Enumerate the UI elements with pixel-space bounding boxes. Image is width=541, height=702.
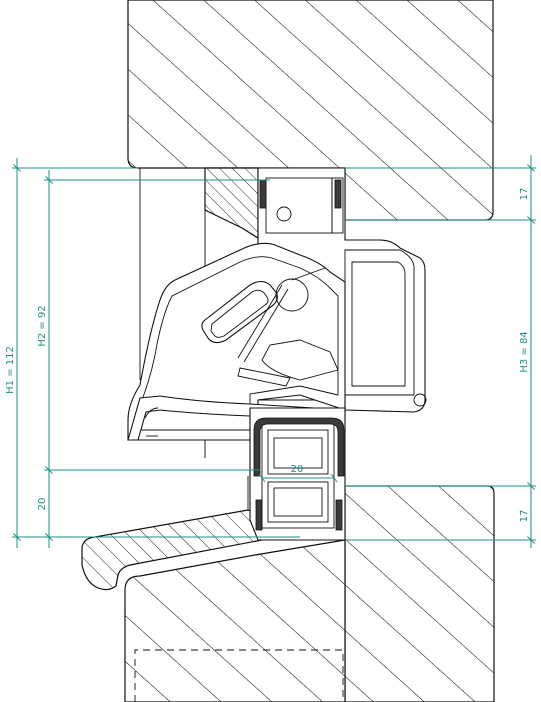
dim-center-20-label: 20	[291, 464, 304, 475]
dim-right-bottom-17-label: 17	[519, 510, 530, 523]
dimension-lines	[12, 155, 536, 548]
bottom-frame	[249, 407, 346, 541]
window-sill	[81, 509, 263, 591]
dim-left-20-label: 20	[37, 498, 48, 511]
dim-h3-label: H3 = 84	[519, 331, 530, 372]
wall-bottom	[124, 539, 346, 702]
dim-right-top-17-label: 17	[519, 188, 530, 201]
dim-h2-label: H2 = 92	[37, 305, 48, 346]
sash-assembly	[127, 242, 346, 441]
top-insulation-block	[204, 167, 259, 240]
dim-h1-label: H1 = 112	[5, 346, 16, 394]
wall-top	[127, 0, 494, 221]
wall-bottom-right	[344, 485, 495, 702]
